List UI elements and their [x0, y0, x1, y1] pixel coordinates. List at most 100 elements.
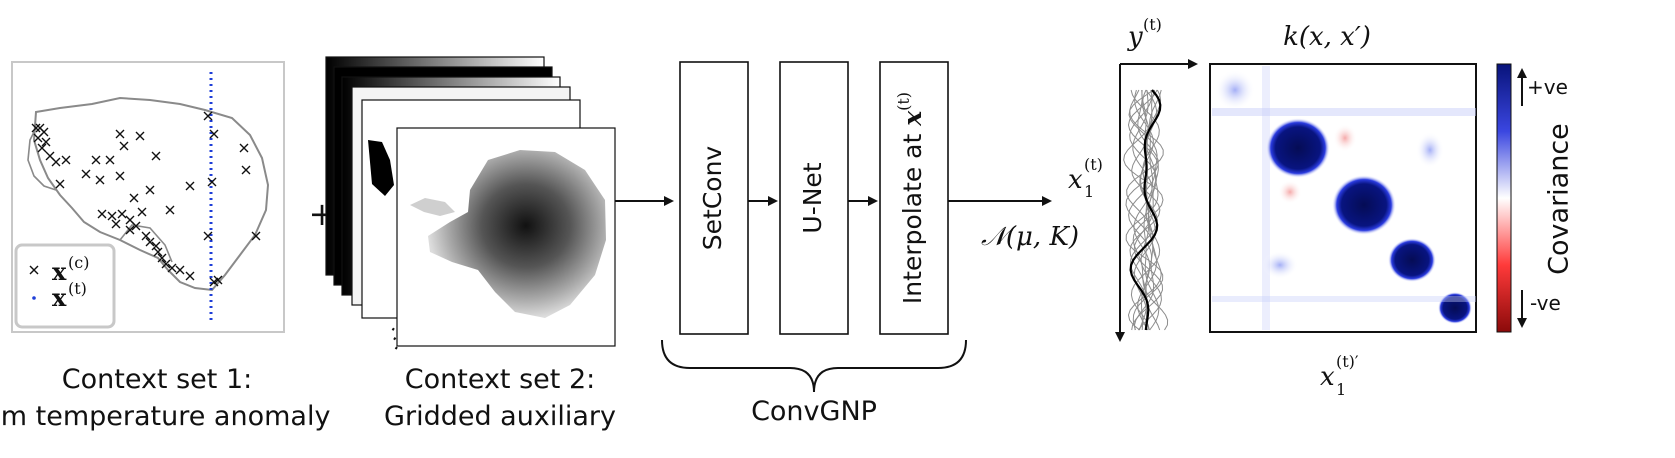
cross-marker-icon	[185, 271, 195, 281]
context-set-1-caption-line2: 2m temperature anomaly	[0, 401, 330, 432]
sample-curve	[1125, 89, 1159, 331]
cross-marker-icon	[203, 231, 213, 241]
setconv-block	[679, 61, 749, 335]
cross-marker-icon	[151, 241, 161, 251]
antarctica-outline	[32, 96, 270, 292]
cross-marker-icon	[145, 185, 155, 195]
colorbar-top-label: +ve	[1527, 75, 1568, 99]
cross-marker-icon	[153, 247, 163, 257]
ross-shelf-outline	[119, 224, 173, 263]
samples-title: y	[1127, 22, 1143, 52]
elevation-map	[428, 150, 606, 318]
layer-5-mask	[368, 140, 394, 196]
elevation-peninsula	[410, 198, 455, 216]
convgnp-label: ConvGNP	[751, 396, 877, 427]
context-set-2-caption-line2: Gridded auxiliary	[384, 401, 616, 432]
cross-marker-icon	[117, 209, 127, 219]
cross-marker-icon	[161, 259, 171, 269]
cross-marker-icon	[165, 205, 175, 215]
interpolate-block	[879, 61, 949, 335]
cross-marker-icon	[251, 231, 261, 241]
colorbar-label: Covariance	[1544, 123, 1575, 275]
cross-marker-icon	[61, 155, 71, 165]
cross-marker-icon	[167, 263, 177, 273]
samples-axis-sup: (t)	[1084, 155, 1103, 174]
cross-marker-icon	[41, 137, 51, 147]
cross-marker-icon	[31, 123, 41, 133]
cross-marker-icon	[125, 225, 135, 235]
colorbar	[1496, 63, 1512, 333]
cross-marker-icon	[95, 175, 105, 185]
sample-curve	[1128, 89, 1156, 331]
legend-box	[14, 243, 116, 329]
samples-title-sup: (t)	[1143, 15, 1162, 34]
context-set-1: x (c) x (t) Context set 1: 2m temperatur…	[0, 61, 330, 432]
sample-curves	[1123, 89, 1169, 331]
interpolate-math: x	[898, 110, 927, 127]
cross-marker-icon	[151, 151, 161, 161]
cross-marker-icon	[91, 155, 101, 165]
cross-marker-icon	[115, 171, 125, 181]
cross-marker-icon	[107, 211, 117, 221]
kernel-heatmap	[1212, 66, 1476, 330]
cross-marker-icon	[129, 193, 139, 203]
kernel-xlabel-sup: (t)′	[1336, 352, 1359, 371]
cross-marker-icon	[55, 179, 65, 189]
setconv-label: SetConv	[698, 146, 727, 251]
cross-marker-icon	[81, 169, 91, 179]
svg-text:Interpolate at x(t): Interpolate at x(t)	[894, 92, 928, 304]
unet-label: U-Net	[798, 162, 827, 233]
cross-marker-icon	[37, 143, 47, 153]
cross-marker-icon	[145, 237, 155, 247]
legend-context-label: x	[52, 257, 67, 286]
map-legend: x (c) x (t)	[14, 243, 116, 329]
cross-marker-icon	[111, 219, 121, 229]
cross-marker-icon	[51, 157, 61, 167]
cross-marker-icon	[207, 177, 217, 187]
cross-marker-icon	[135, 131, 145, 141]
cross-marker-icon	[33, 133, 43, 143]
cross-marker-icon	[141, 231, 151, 241]
cross-marker-icon	[239, 143, 249, 153]
unet-block	[779, 61, 849, 335]
colorbar-bottom-label: -ve	[1530, 291, 1561, 315]
context-stations	[31, 111, 261, 287]
peninsula-outline	[27, 127, 57, 191]
cross-marker-icon	[115, 129, 125, 139]
cross-marker-icon	[119, 141, 129, 151]
cross-marker-icon	[97, 209, 107, 219]
cross-marker-icon	[203, 111, 213, 121]
cross-marker-icon	[185, 181, 195, 191]
legend-context-sup: (c)	[68, 253, 89, 272]
sample-curve	[1130, 89, 1161, 331]
samples-axis-sub: 1	[1084, 182, 1094, 201]
sample-curve	[1127, 89, 1164, 331]
cross-marker-icon	[157, 253, 167, 263]
sample-curve	[1123, 89, 1169, 331]
kernel-xlabel-sub: 1	[1336, 380, 1346, 399]
mean-curve	[1129, 89, 1162, 331]
samples-axis-label: x	[1068, 165, 1083, 195]
interpolate-sup: (t)	[894, 92, 913, 111]
cross-marker-icon	[175, 265, 185, 275]
samples-panel: y (t) x 1 (t)	[1068, 15, 1198, 342]
cross-marker-icon	[213, 275, 223, 285]
legend-target-sup: (t)	[68, 279, 87, 298]
cross-marker-icon	[209, 129, 219, 139]
cross-marker-icon	[131, 221, 141, 231]
kernel-title: k(x, x′)	[1283, 22, 1371, 52]
kernel-panel: k(x, x′) x 1 (t)′ +ve -ve Covariance	[1209, 22, 1575, 399]
cross-marker-icon	[137, 207, 147, 217]
interpolate-label: Interpolate at	[898, 126, 927, 304]
context-set-1-caption-line1: Context set 1:	[62, 364, 252, 395]
cross-marker-icon	[29, 265, 39, 275]
kernel-xlabel: x	[1320, 362, 1335, 392]
sample-curve	[1133, 89, 1158, 331]
context-set-2: ⋱ Context set 2: Gridded auxiliary	[325, 56, 616, 432]
context-set-2-caption-line1: Context set 2:	[405, 364, 595, 395]
sample-curve	[1126, 89, 1164, 331]
dot-marker-icon	[32, 296, 36, 300]
curly-brace-icon	[661, 339, 967, 393]
cross-marker-icon	[105, 155, 115, 165]
